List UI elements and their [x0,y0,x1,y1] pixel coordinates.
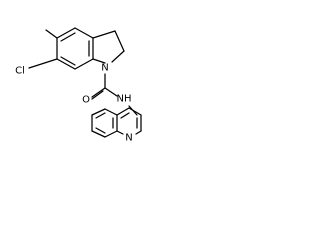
bond [74,27,94,39]
bond [92,30,116,39]
bond [74,58,94,70]
double-bond [120,112,130,119]
indoline-nitrogen-label: N [101,63,108,74]
bond [91,87,106,98]
double-bond [91,90,104,100]
bond [116,107,130,116]
chloro-bond [28,58,58,69]
bond [116,130,124,135]
bond [56,58,76,70]
bond [114,30,125,52]
bond [91,108,106,116]
chlorine-label: Cl [15,66,25,77]
structure-drawing: Cl N O NH N [15,27,142,144]
bond [56,27,76,39]
bond [91,130,106,138]
carbonyl-oxygen-label: O [82,95,90,106]
quinoline-nitrogen-label: N [125,133,132,144]
double-bond [60,32,76,42]
bond [128,107,142,116]
bond [111,50,125,63]
bond [92,58,106,64]
double-bond [95,112,106,119]
methyl-bond [45,29,58,39]
double-bond [95,127,106,134]
amide-nh-label: NH [117,94,132,105]
bond [135,130,142,135]
bond [104,87,118,97]
bond [104,108,118,116]
bond [104,130,118,138]
molecule-diagram: Cl N O NH N [0,0,151,151]
double-bond [60,56,76,66]
